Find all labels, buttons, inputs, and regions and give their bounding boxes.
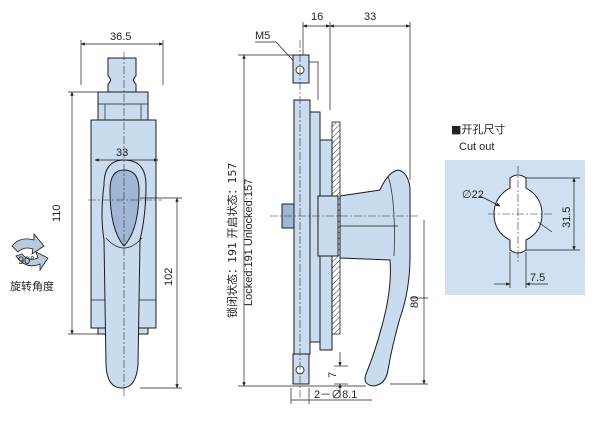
side-top-depth-dim: 33 [364, 11, 376, 23]
side-state-en: Locked:191 Unlocked:157 [243, 179, 255, 306]
cutout-diameter-dim: ∅22 [462, 189, 484, 201]
cutout-width-dim: 7.5 [530, 272, 545, 284]
front-top-tab [107, 57, 137, 93]
front-handle-recess [109, 169, 140, 247]
front-view: 36.5 33 110 102 90° [10, 31, 182, 398]
side-view: 16 33 M5 锁闭状态：191 开启状态：157 [225, 11, 428, 404]
side-top-offset-dim: 16 [311, 11, 323, 23]
side-handle [339, 169, 411, 387]
rotation-icon: 90° [11, 232, 49, 272]
rotation-angle-badge: 90° [18, 255, 35, 267]
side-state-cn: 锁闭状态：191 开启状态：157 [225, 163, 239, 319]
front-handle-length-dim: 102 [163, 268, 175, 286]
cutout-height-dim: 31.5 [561, 207, 573, 228]
cutout-title-en: Cut out [459, 141, 494, 153]
side-body-plate [293, 99, 311, 355]
front-width-dim: 36.5 [110, 31, 131, 43]
side-holes-dim: 2－∅8.1 [314, 389, 357, 401]
cutout-view: ■开孔尺寸 Cut out ∅22 31.5 7.5 [445, 122, 585, 295]
front-inner-width-dim: 33 [116, 147, 128, 159]
front-height-dim: 110 [51, 204, 63, 222]
rotation-label: 旋转角度 [10, 279, 54, 293]
side-dim-80: 80 [409, 296, 421, 308]
side-dim-7: 7 [327, 372, 339, 378]
side-thread-dim: M5 [255, 30, 270, 42]
cutout-title-cn: ■开孔尺寸 [451, 122, 505, 136]
